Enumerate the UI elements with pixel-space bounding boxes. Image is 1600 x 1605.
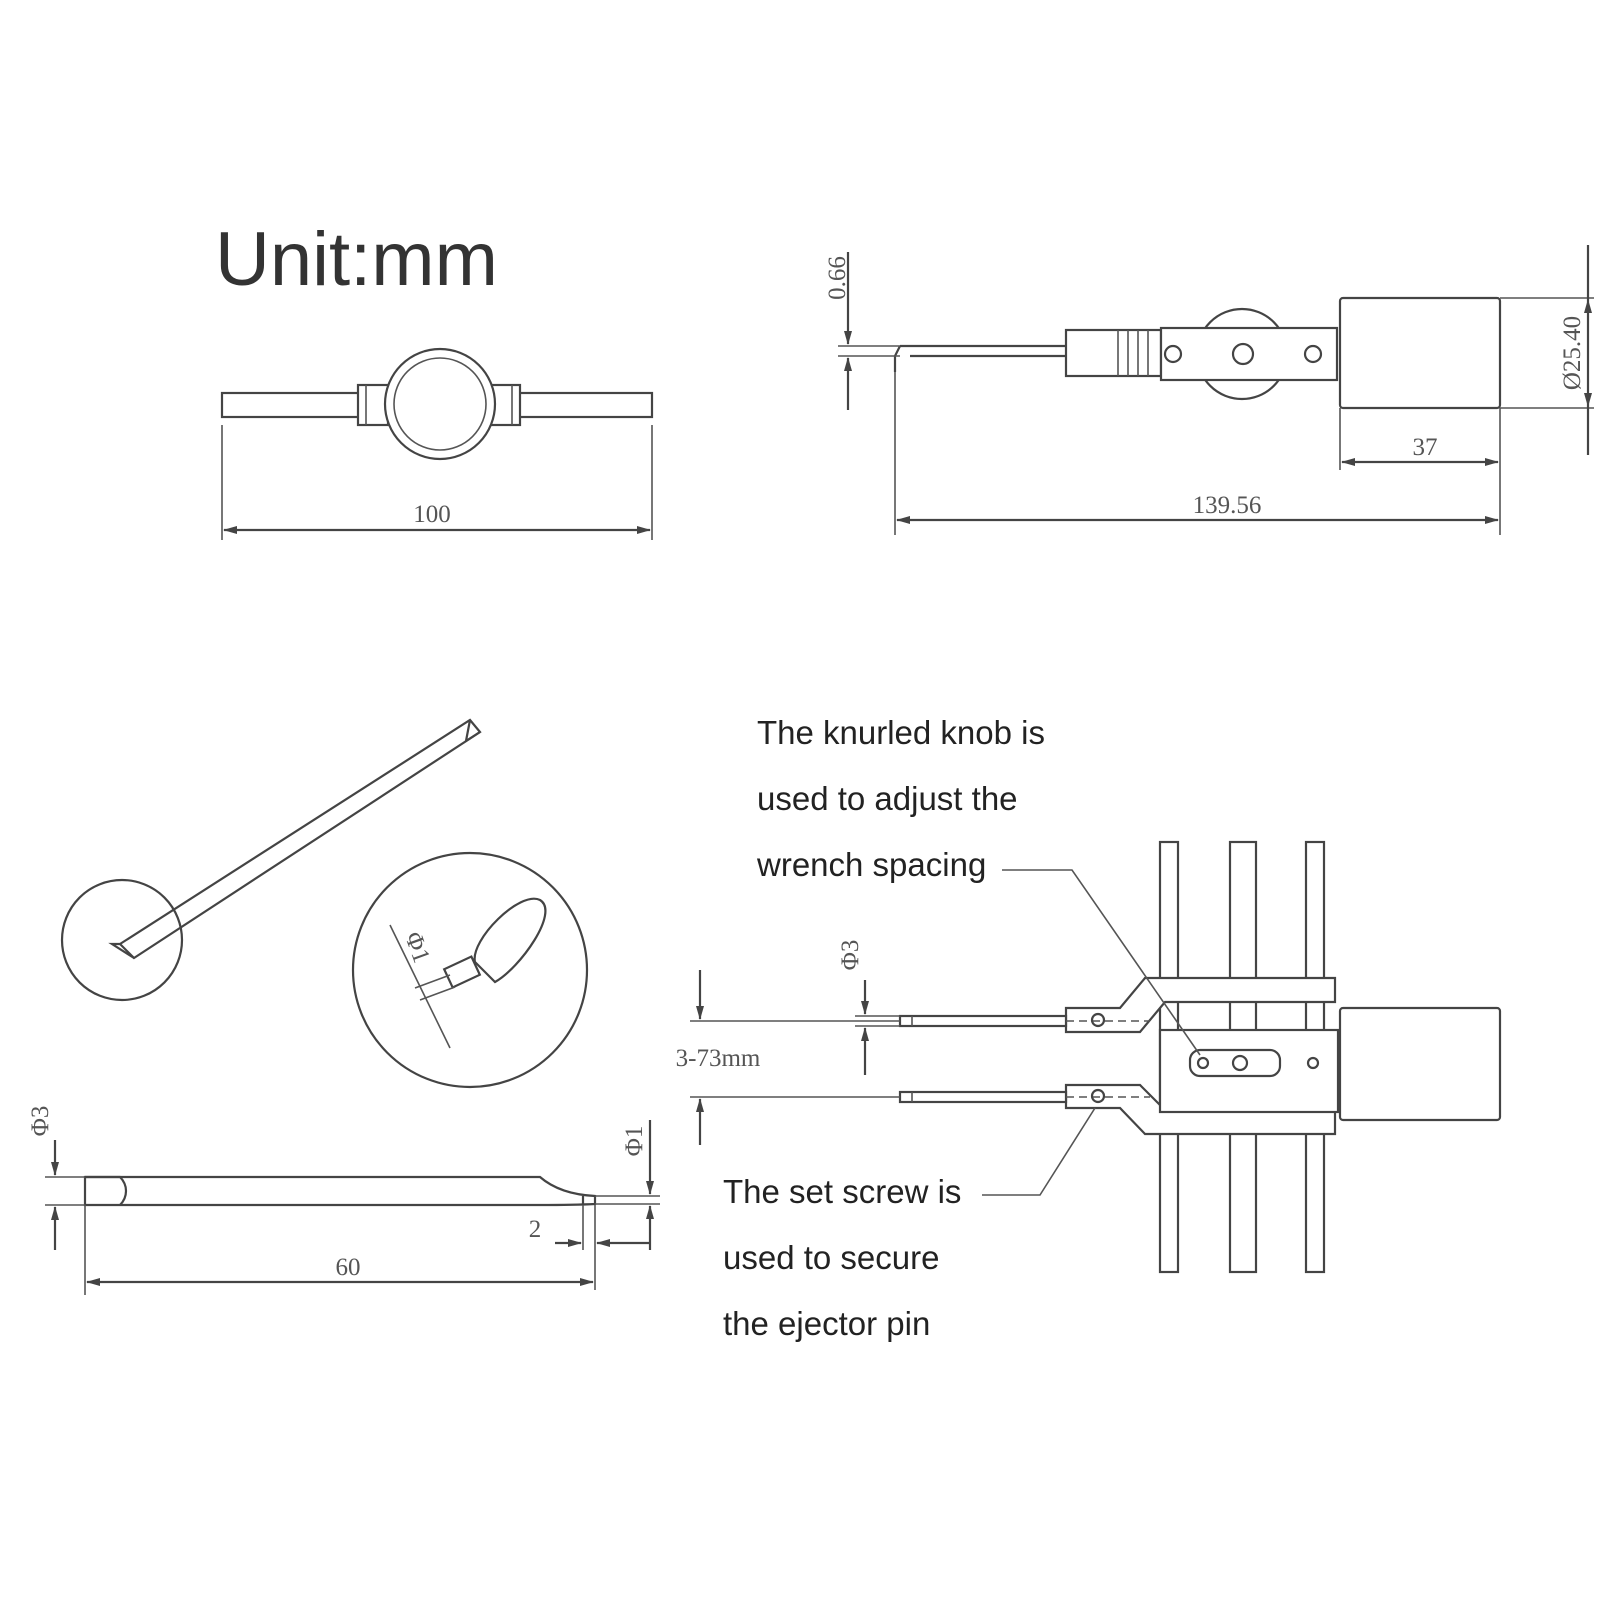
detail-circle-marker — [60, 878, 184, 1002]
detail-view-tip-label: Φ1 — [399, 928, 435, 966]
knurled-knob-slot — [1188, 1048, 1282, 1078]
pin-tip-length-label: 2 — [529, 1216, 542, 1243]
lower-set-screw — [1090, 1088, 1106, 1104]
lower-ejector-pin — [898, 1090, 1068, 1104]
side-view-tip-label: 0.66 — [824, 256, 851, 300]
spacing-label: 3-73mm — [676, 1045, 761, 1072]
unit-title: Unit:mm — [215, 217, 498, 302]
screw-note-line-1: The set screw is — [723, 1173, 961, 1210]
pin-length-label: 60 — [336, 1254, 361, 1281]
assembly-knob — [1338, 1006, 1502, 1122]
assembly-view: Φ3 3-73mm The knurled knob is used to ad… — [676, 714, 1502, 1342]
top-view: 100 — [220, 347, 654, 540]
side-view-hole-center — [1231, 342, 1255, 366]
screw-note-line-3: the ejector pin — [723, 1305, 930, 1342]
upper-set-screw — [1090, 1012, 1106, 1028]
top-view-length-label: 100 — [413, 501, 451, 528]
assembly-pin-diameter-label: Φ3 — [837, 940, 864, 971]
side-view-pin-collar — [1064, 328, 1163, 378]
top-view-left-clamp — [356, 383, 390, 427]
knob-note-leader — [1002, 869, 1201, 1056]
knob-note-line-3: wrench spacing — [756, 846, 986, 883]
pin-views: Φ1 Φ3 Φ1 2 60 — [27, 718, 660, 1295]
straight-pin — [83, 1175, 597, 1207]
pin-tip-diameter-label: Φ1 — [621, 1126, 648, 1157]
side-view-hole-left — [1163, 344, 1183, 364]
side-view-hole-right — [1303, 344, 1323, 364]
side-view-knob-length-label: 37 — [1413, 434, 1438, 461]
side-view-total-length-label: 139.56 — [1193, 492, 1262, 519]
screw-note-leader — [982, 1107, 1096, 1196]
knob-note-line-1: The knurled knob is — [757, 714, 1045, 751]
side-view: 0.66 Ø25.40 37 139.56 — [824, 245, 1594, 535]
side-view-adjuster-bar — [1159, 326, 1339, 382]
side-view-diameter-label: Ø25.40 — [1559, 316, 1586, 390]
detail-view-pin-tip — [442, 955, 482, 989]
side-view-knob — [1338, 296, 1502, 410]
upper-ejector-pin — [898, 1014, 1068, 1028]
pin-shaft-diameter-label: Φ3 — [27, 1106, 54, 1137]
upper-wrench-arm — [1064, 976, 1337, 1034]
diagonal-pin — [118, 718, 482, 960]
screw-note-line-2: used to secure — [723, 1239, 939, 1276]
knob-note-line-2: used to adjust the — [757, 780, 1018, 817]
detail-view-circle — [351, 851, 589, 1089]
top-view-knob-ring — [383, 347, 497, 461]
